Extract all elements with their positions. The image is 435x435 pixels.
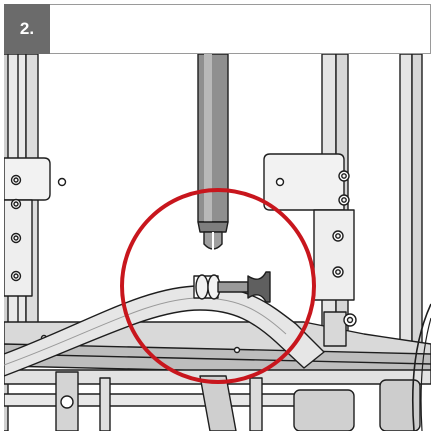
right-bracket: [263, 153, 355, 301]
quick-release-pin-icon: [193, 271, 271, 303]
push-rod-icon: [197, 54, 229, 250]
wheel-rim: [412, 303, 431, 431]
header-bar: [4, 4, 431, 54]
left-bracket: [4, 157, 67, 297]
step-badge: 2.: [4, 4, 50, 54]
highlight-circle-icon: [120, 188, 316, 384]
assembly-illustration: [4, 54, 431, 431]
curved-tube: [4, 285, 357, 377]
lower-mechanism: [4, 369, 431, 431]
step-number: 2.: [19, 19, 35, 38]
